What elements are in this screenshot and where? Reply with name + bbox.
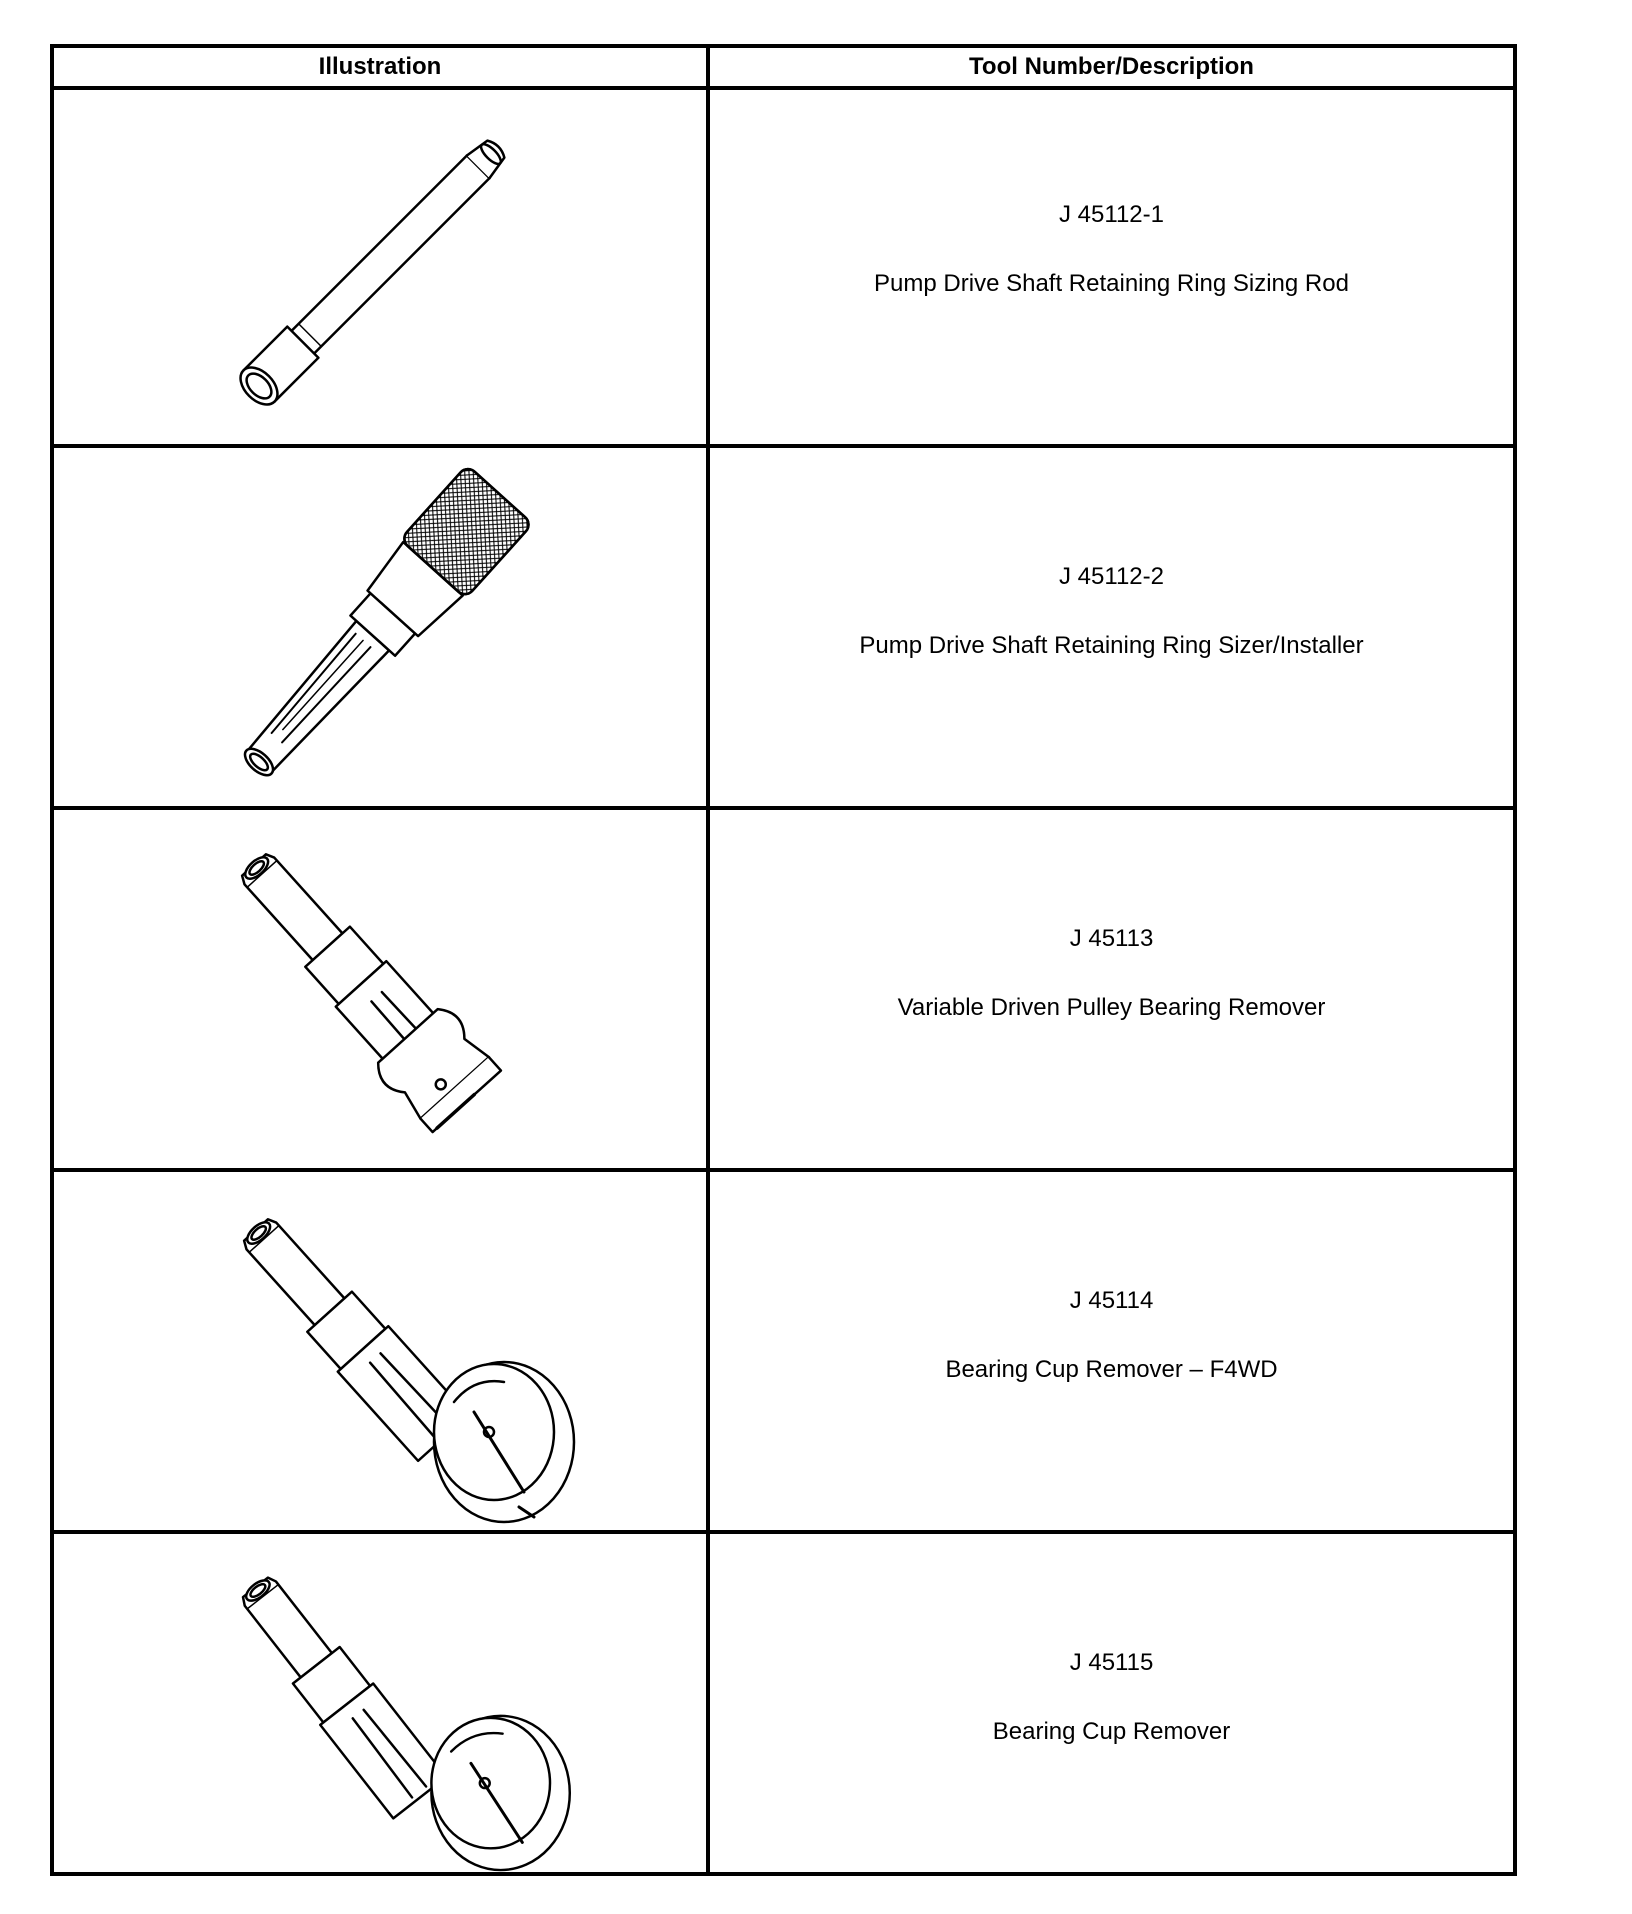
description-cell: J 45115 Bearing Cup Remover	[710, 1534, 1513, 1876]
header-tool-number-description: Tool Number/Description	[969, 53, 1254, 80]
bearing-cup-remover-f4wd-icon	[242, 1218, 576, 1524]
sizing-rod-icon	[239, 139, 506, 406]
description-cell: J 45112-1 Pump Drive Shaft Retaining Rin…	[710, 86, 1513, 444]
tool-number: J 45115	[1069, 1649, 1154, 1676]
table-header: Illustration Tool Number/Description	[54, 48, 1513, 90]
description-cell: J 45113 Variable Driven Pulley Bearing R…	[710, 810, 1513, 1168]
description-cell: J 45112-2 Pump Drive Shaft Retaining Rin…	[710, 448, 1513, 806]
tools-table: Illustration Tool Number/Description J 4…	[50, 44, 1517, 1876]
table-row: J 45112-2 Pump Drive Shaft Retaining Rin…	[54, 444, 1513, 806]
table-row: J 45112-1 Pump Drive Shaft Retaining Rin…	[54, 86, 1513, 444]
illustration-cell	[54, 86, 706, 444]
illustration-cell	[54, 448, 706, 806]
tool-number: J 45112-2	[1059, 563, 1164, 590]
illustration-cell	[54, 1534, 706, 1876]
tool-number: J 45113	[1069, 925, 1154, 952]
sizer-installer-icon	[243, 467, 530, 777]
illustration-cell	[54, 1172, 706, 1530]
tool-description: Bearing Cup Remover – F4WD	[945, 1356, 1278, 1383]
header-illustration: Illustration	[318, 53, 442, 80]
table-row: J 45113 Variable Driven Pulley Bearing R…	[54, 806, 1513, 1168]
table-row: J 45115 Bearing Cup Remover	[54, 1530, 1513, 1876]
tool-description: Pump Drive Shaft Retaining Ring Sizing R…	[874, 270, 1349, 297]
illustration-cell	[54, 810, 706, 1168]
column-divider	[706, 48, 710, 1872]
description-cell: J 45114 Bearing Cup Remover – F4WD	[710, 1172, 1513, 1530]
tool-number: J 45114	[1069, 1287, 1154, 1314]
pulley-bearing-remover-icon	[240, 853, 503, 1134]
tool-number: J 45112-1	[1059, 201, 1164, 228]
bearing-cup-remover-icon	[241, 1576, 572, 1872]
tool-description: Pump Drive Shaft Retaining Ring Sizer/In…	[859, 632, 1364, 659]
tool-description: Variable Driven Pulley Bearing Remover	[897, 994, 1326, 1021]
tool-description: Bearing Cup Remover	[992, 1718, 1231, 1745]
table-row: J 45114 Bearing Cup Remover – F4WD	[54, 1168, 1513, 1530]
